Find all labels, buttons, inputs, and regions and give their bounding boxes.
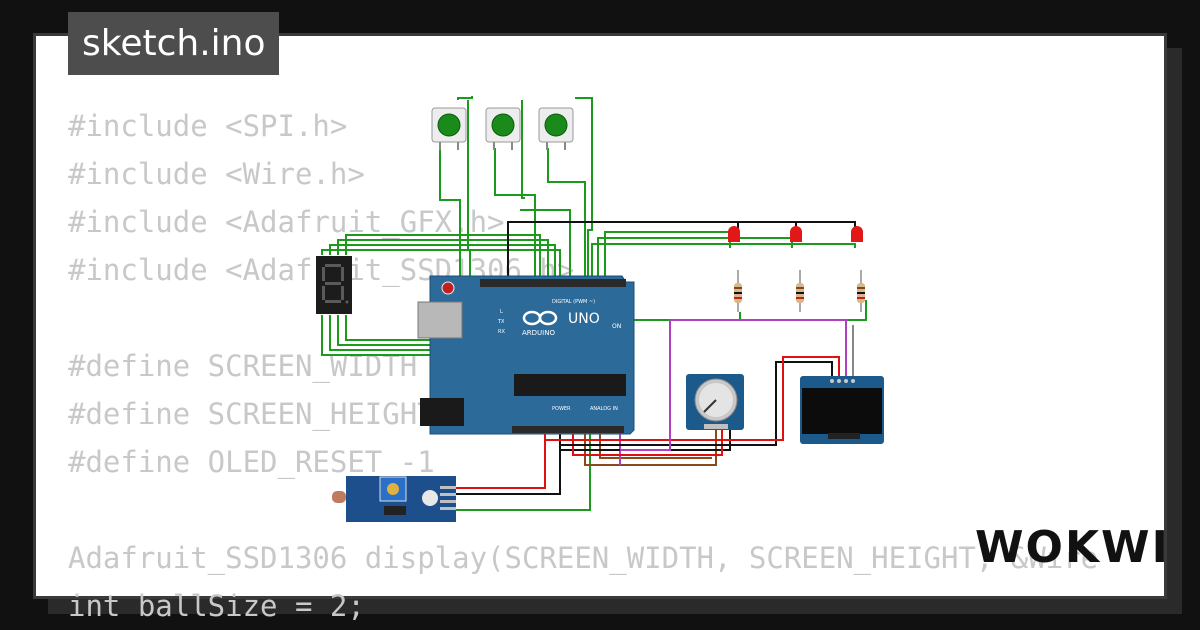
reset-button[interactable] (441, 281, 455, 295)
wokwi-logo: WOKWI (975, 522, 1170, 573)
file-tab[interactable]: sketch.ino (68, 12, 280, 75)
tx-label: TX (497, 319, 505, 325)
led-3[interactable] (851, 226, 863, 242)
code-line: #include <Wire.h> (68, 157, 365, 191)
push-button-3[interactable] (538, 107, 574, 150)
code-line: #define OLED_RESET -1 (68, 445, 435, 479)
power-jack (420, 398, 464, 426)
push-button-1[interactable] (431, 107, 467, 150)
code-editor[interactable]: #include <SPI.h> #include <Wire.h> #includ… (68, 102, 1098, 630)
atmega-chip (514, 374, 626, 396)
arduino-logo-icon (522, 310, 558, 326)
l-label: L (500, 309, 503, 315)
code-line: int ballSize = 2; (68, 589, 365, 623)
digital-header (480, 279, 626, 287)
light-sensor-module[interactable] (332, 476, 456, 522)
code-line: #include <SPI.h> (68, 109, 348, 143)
rx-label: RX (498, 329, 505, 335)
board-model-label: UNO (568, 311, 600, 327)
trimmer-icon (387, 483, 399, 495)
push-button-2[interactable] (485, 107, 521, 150)
photoresistor-icon (332, 491, 346, 503)
led-1[interactable] (728, 226, 740, 242)
on-label: ON (612, 323, 621, 330)
knob-pointer-icon (703, 399, 717, 413)
potentiometer[interactable] (686, 374, 744, 430)
resistor-3[interactable] (857, 270, 865, 312)
arduino-uno-board[interactable]: UNO ARDUINO DIGITAL (PWM ~) POWER ANALOG… (417, 275, 635, 435)
led-2[interactable] (790, 226, 802, 242)
usb-port (417, 301, 463, 339)
board-brand-label: ARDUINO (522, 329, 555, 337)
digital-label: DIGITAL (PWM ~) (552, 299, 595, 305)
resistor-1[interactable] (734, 270, 742, 312)
code-line: Adafruit_SSD1306 display(SCREEN_WIDTH, S… (68, 541, 1099, 575)
analog-label: ANALOG IN (590, 406, 618, 412)
analog-header (512, 426, 624, 433)
seven-segment-display[interactable] (316, 256, 352, 314)
oled-display[interactable] (800, 376, 884, 444)
power-label: POWER (552, 406, 571, 412)
code-line: #include <Adafruit_GFX.h> (68, 205, 505, 239)
resistor-2[interactable] (796, 270, 804, 312)
